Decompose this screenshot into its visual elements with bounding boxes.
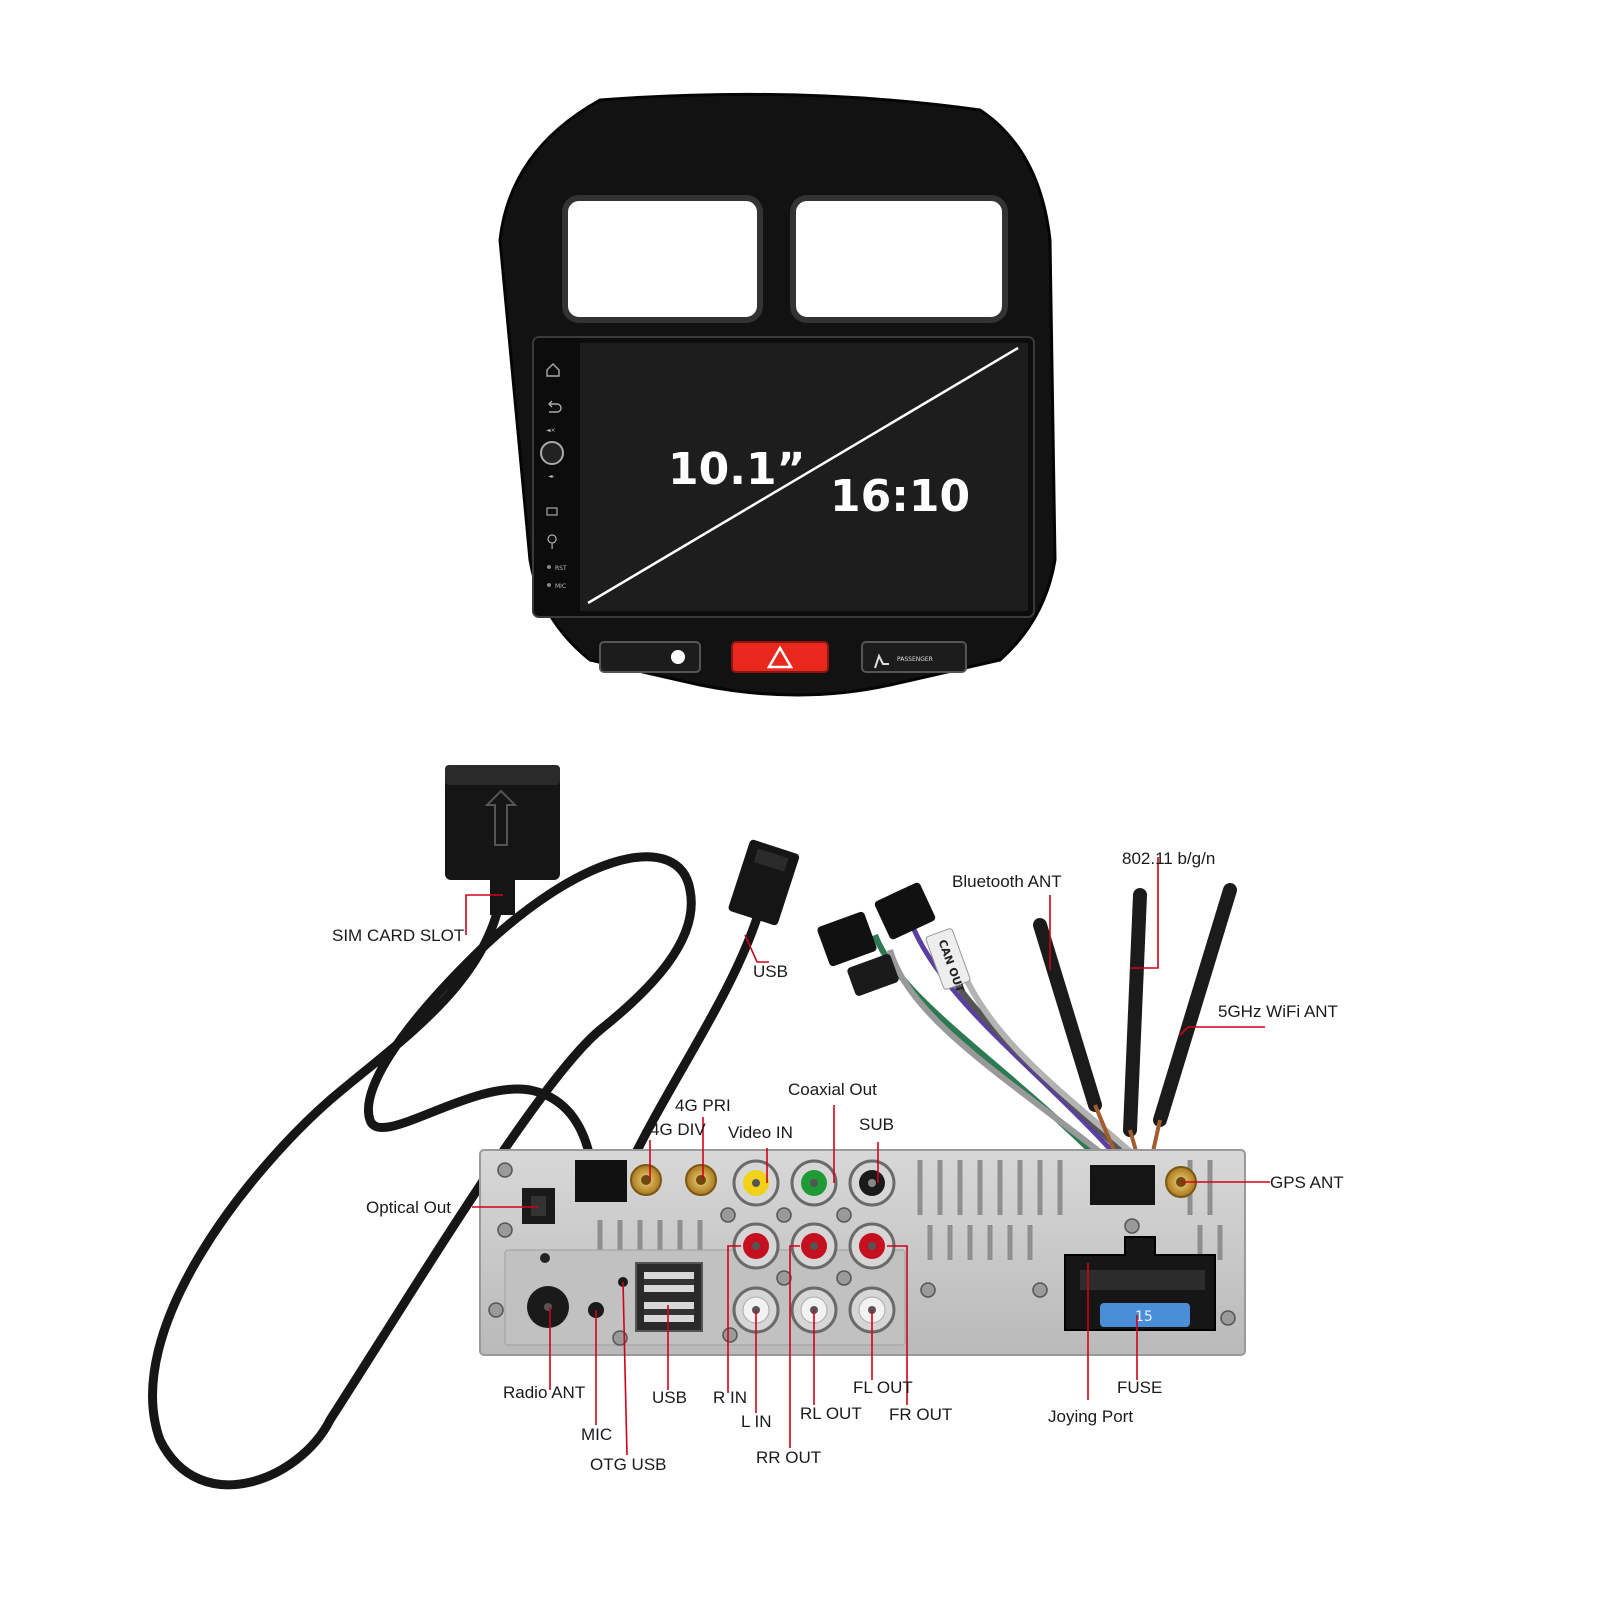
callout-labels: SIM CARD SLOT USB Bluetooth ANT 802.11 b… (332, 849, 1344, 1474)
back-icon[interactable] (548, 400, 562, 413)
callout-lines (465, 857, 1270, 1456)
vent-left (562, 195, 763, 323)
navigation-icon[interactable] (547, 534, 557, 549)
hazard-triangle-icon (766, 645, 794, 669)
light-button-indicator (671, 650, 685, 664)
label-rr-out: RR OUT (756, 1448, 821, 1467)
usb-connector-top (728, 839, 800, 926)
label-sim-card-slot: SIM CARD SLOT (332, 926, 464, 945)
joying-port[interactable]: 15 (1064, 1236, 1216, 1331)
aspect-ratio-label: 16:10 (830, 471, 970, 522)
hazard-button[interactable] (731, 641, 829, 673)
label-r-in: R IN (713, 1388, 747, 1407)
usb-cable-top (620, 910, 763, 1180)
mic-hole (547, 583, 551, 587)
label-rl-out: RL OUT (800, 1404, 862, 1423)
side-button-column: ◄× ◄- RST MIC (540, 363, 567, 590)
label-radio-ant: Radio ANT (503, 1383, 585, 1402)
label-video-in: Video IN (728, 1123, 793, 1142)
rca-fr-out[interactable] (848, 1222, 896, 1270)
label-coaxial-out: Coaxial Out (788, 1080, 877, 1099)
wifi-80211-antenna (1123, 888, 1147, 1137)
label-usb-top: USB (753, 962, 788, 981)
sim-card-slot-housing (445, 765, 560, 915)
label-wifi-80211: 802.11 b/g/n (1122, 849, 1215, 868)
passenger-label: PASSENGER (897, 656, 933, 663)
vent-right (790, 195, 1008, 323)
volume-down-icon: ◄- (548, 473, 555, 480)
label-mic: MIC (581, 1425, 612, 1444)
wifi-5ghz-antenna (1153, 883, 1237, 1127)
volume-icon: ◄× (546, 427, 556, 434)
rca-coaxial-out[interactable] (790, 1159, 838, 1207)
fuse (1100, 1303, 1190, 1327)
chassis: 15 (479, 1149, 1246, 1356)
head-unit: 10.1” 16:10 ◄× ◄- RST MIC PASSENGER (498, 92, 1057, 697)
label-fr-out: FR OUT (889, 1405, 952, 1424)
volume-knob[interactable] (540, 441, 564, 465)
screen-size-label: 10.1” (668, 444, 805, 495)
camera-icon[interactable] (546, 507, 558, 516)
label-gps-ant: GPS ANT (1270, 1173, 1344, 1192)
label-optical-out: Optical Out (366, 1198, 451, 1217)
screws (488, 1162, 1236, 1346)
label-usb-bottom: USB (652, 1388, 687, 1407)
label-sub: SUB (859, 1115, 894, 1134)
fuse-value: 15 (1135, 1309, 1153, 1325)
wire-harness: CAN OUT (817, 882, 1142, 1163)
cables (148, 852, 763, 1490)
sim-arrow-icon (484, 789, 518, 846)
sim-harness-plug (575, 1160, 627, 1202)
sim-cable (148, 852, 696, 1490)
label-otg-usb: OTG USB (590, 1455, 667, 1474)
reset-label: RST (555, 565, 567, 572)
rca-r-in[interactable] (732, 1222, 780, 1270)
label-fuse: FUSE (1117, 1378, 1162, 1397)
home-icon[interactable] (546, 363, 560, 377)
heatsink-fins (597, 1160, 1223, 1260)
bluetooth-antenna (1033, 918, 1102, 1112)
rca-video-in[interactable] (732, 1159, 780, 1207)
label-4g-pri: 4G PRI (675, 1096, 731, 1115)
reset-button[interactable] (547, 565, 551, 569)
label-joying-port: Joying Port (1048, 1407, 1133, 1426)
passenger-seat-icon (874, 653, 889, 669)
label-l-in: L IN (741, 1412, 772, 1431)
label-fl-out: FL OUT (853, 1378, 913, 1397)
label-wifi-5ghz: 5GHz WiFi ANT (1218, 1002, 1338, 1021)
label-bluetooth-ant: Bluetooth ANT (952, 872, 1062, 891)
mic-label: MIC (555, 583, 566, 590)
label-4g-div: 4G DIV (650, 1120, 706, 1139)
rca-rr-out[interactable] (790, 1222, 838, 1270)
light-button[interactable] (599, 641, 701, 673)
diagonal-line (587, 346, 1019, 605)
rca-sub[interactable] (848, 1159, 896, 1207)
